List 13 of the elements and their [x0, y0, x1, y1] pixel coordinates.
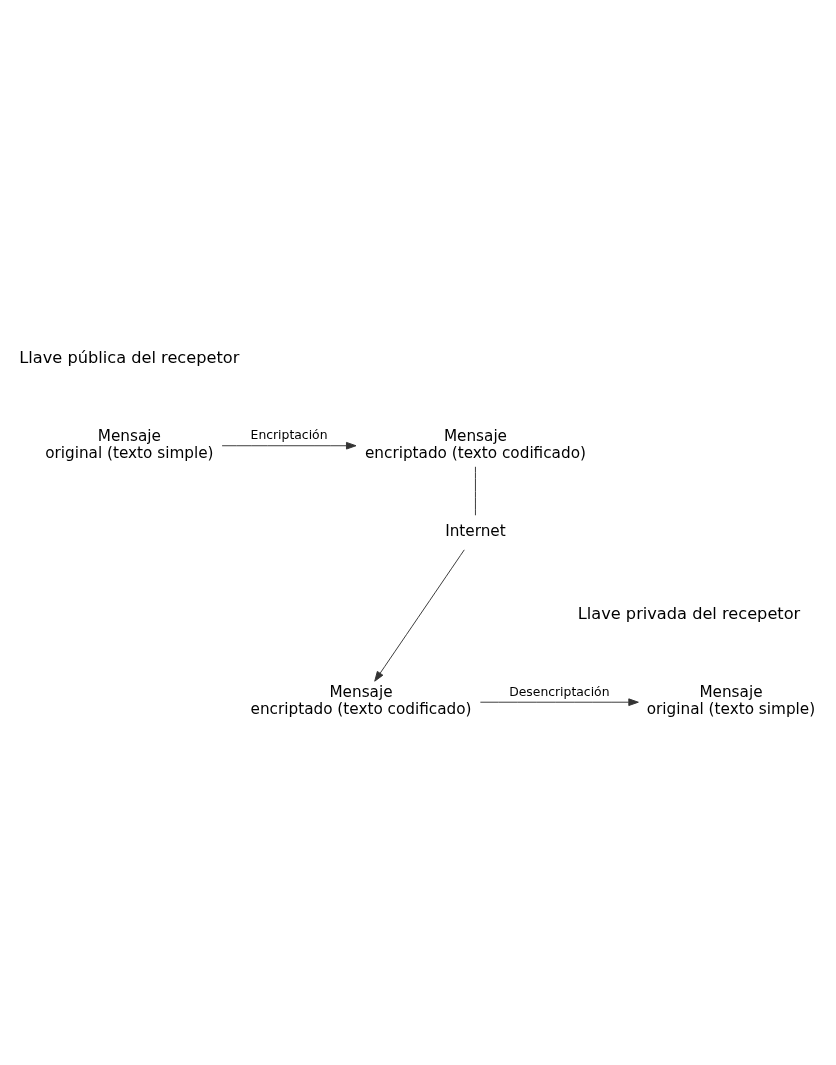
arrow: [221, 441, 357, 450]
node-text: Internet: [445, 522, 506, 541]
arrow: [479, 698, 639, 707]
node-text: Mensaje original (texto simple): [45, 426, 214, 462]
connector: [474, 466, 476, 516]
edge-label: Desencriptación: [509, 683, 610, 699]
node-text: Mensaje encriptado (texto codificado): [250, 683, 472, 719]
node-text: Mensaje original (texto simple): [646, 683, 816, 719]
edge-label: Encriptación: [250, 427, 328, 443]
arrow: [374, 549, 465, 682]
node-text: Mensaje encriptado (texto codificado): [364, 426, 586, 462]
label: Llave privada del recepetor: [577, 604, 801, 624]
label: Llave pública del recepetor: [19, 347, 240, 367]
